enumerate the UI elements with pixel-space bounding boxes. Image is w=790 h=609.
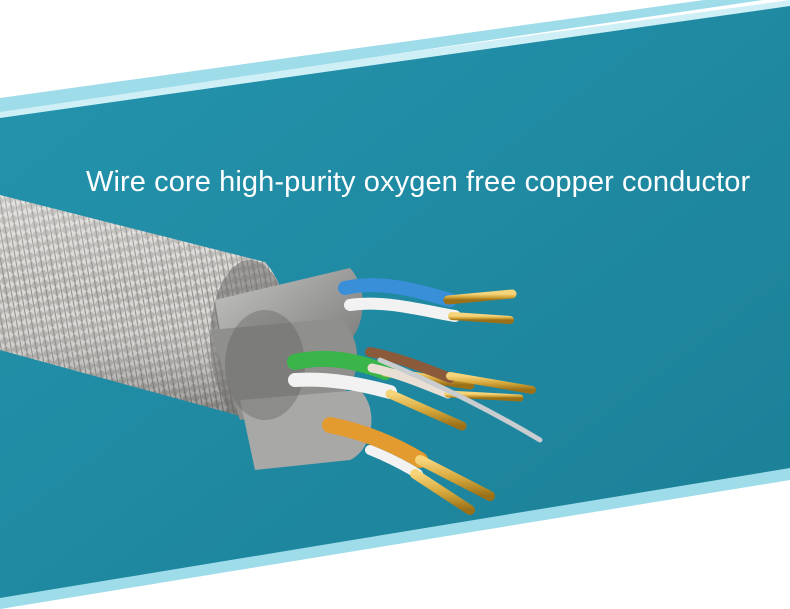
brown-twisted-pair	[365, 347, 536, 402]
caption-text: Wire core high-purity oxygen free copper…	[86, 166, 751, 198]
drain-wire	[377, 357, 543, 443]
orange-twisted-pair	[322, 417, 495, 515]
foil-shields	[210, 268, 372, 470]
blue-twisted-pair	[338, 278, 517, 324]
